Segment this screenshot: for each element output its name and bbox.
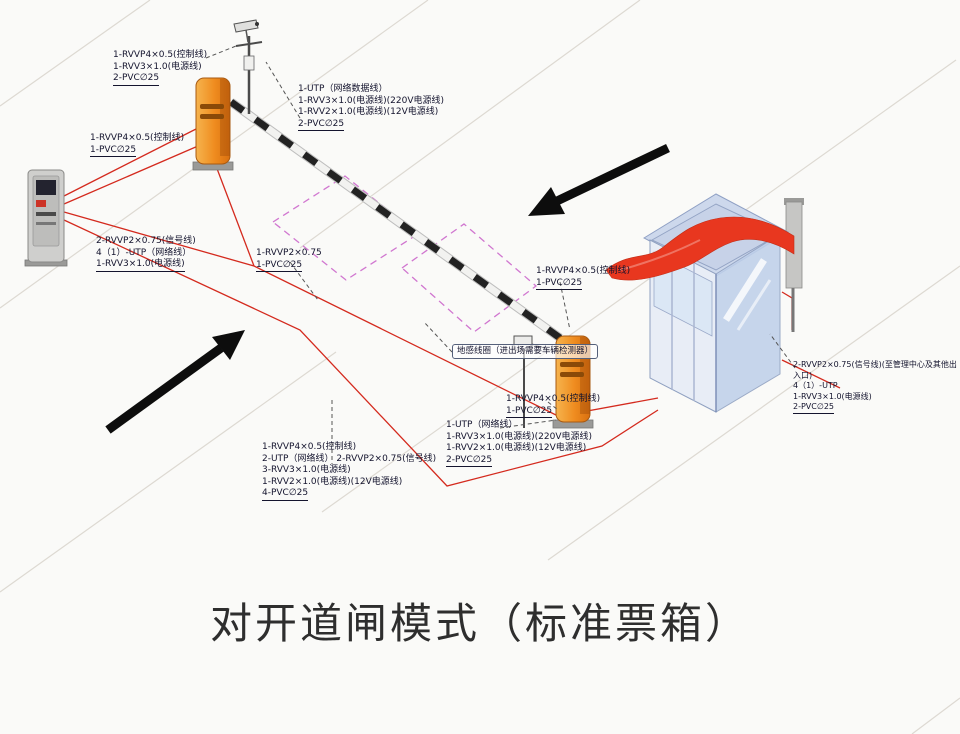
- camera-icon: [233, 19, 259, 43]
- cable-label: 2-PVC∅25: [113, 73, 160, 86]
- cable-label: 2-PVC∅25: [298, 119, 345, 131]
- cable-label: 1-RVV3×1.0(电源线): [113, 61, 202, 72]
- label-group-bottom-left: 1-RVVP4×0.5(控制线) 2-UTP（网络线） 2-RVVP2×0.75…: [262, 442, 436, 501]
- dispenser-button: [36, 200, 46, 207]
- cable-label: 1-UTP（网络数据线）: [298, 84, 388, 94]
- cable-label: 2-PVC∅25: [793, 402, 835, 414]
- label-group-lane-lower: 1-UTP（网络线） 1-RVV3×1.0(电源线)(220V电源线) 1-RV…: [446, 420, 592, 467]
- direction-arrow-outbound: [105, 330, 245, 434]
- barrier-gate-entry: [192, 77, 234, 171]
- cable-label: 1-RVVP4×0.5(控制线): [506, 394, 601, 404]
- label-group-barrier2-upper: 1-RVVP4×0.5(控制线) 1-PVC∅25: [536, 266, 630, 290]
- cable-label: 1-RVV3×1.0(电源线)(220V电源线): [446, 431, 593, 442]
- cable-label: 1-RVV3×1.0(电源线): [793, 391, 872, 401]
- cable-label: 1-PVC∅25: [506, 406, 553, 418]
- cable-label: 2-RVVP2×0.75(信号线): [96, 236, 196, 246]
- cable-label: 2-PVC∅25: [446, 455, 493, 467]
- label-group-ticket-left: 1-RVVP4×0.5(控制线) 1-PVC∅25: [90, 133, 184, 157]
- reader-box: [243, 55, 255, 71]
- direction-arrow-inbound: [528, 143, 670, 216]
- cable-label: 4（1）-UTP: [793, 381, 838, 390]
- cable-label: 4-PVC∅25: [262, 488, 309, 501]
- label-group-barrier2-lower: 1-RVVP4×0.5(控制线) 1-PVC∅25: [506, 394, 600, 418]
- cable-label: 1-RVV3×1.0(电源线): [96, 259, 185, 272]
- camera-pole: [233, 19, 263, 114]
- cable-label: 1-RVVP4×0.5(控制线): [90, 133, 185, 143]
- label-group-center: 1-RVVP2×0.75 1-PVC∅25: [256, 248, 322, 272]
- cable-label: 1-RVVP2×0.75: [256, 248, 322, 258]
- barrier-arm: [228, 98, 563, 342]
- cable-lines: [63, 127, 841, 487]
- cable-label: 4（1）-UTP（网络线）: [96, 247, 192, 258]
- cable-label: 1-PVC∅25: [536, 278, 583, 290]
- cable-label: 1-RVV2×1.0(电源线)(12V电源线): [262, 476, 403, 487]
- red-ribbon: [605, 216, 795, 281]
- dispenser-screen: [36, 180, 56, 195]
- diagram-title: 对开道闸模式（标准票箱）: [209, 599, 750, 648]
- cable-label: 1-PVC∅25: [256, 260, 303, 272]
- ticket-dispenser: [24, 169, 68, 267]
- label-group-booth-right: 2-RVVP2×0.75(信号线)(至管理中心及其他出入口) 4（1）-UTP …: [793, 360, 957, 414]
- cable-label: 1-RVVP4×0.5(控制线): [536, 266, 631, 276]
- cable-label: 2-UTP（网络线） 2-RVVP2×0.75(信号线): [262, 453, 437, 464]
- ground-loop-note: 地感线圈（进出场需要车辆检测器）: [452, 344, 599, 359]
- cable-label: 1-RVVP4×0.5(控制线): [262, 442, 357, 452]
- cable-label: 2-RVVP2×0.75(信号线)(至管理中心及其他出入口): [793, 360, 957, 380]
- cable-label: 1-RVV2×1.0(电源线)(12V电源线): [446, 443, 587, 453]
- cable-label: 1-RVV3×1.0(电源线)(220V电源线): [298, 95, 445, 106]
- label-group-arm-utp: 1-UTP（网络数据线） 1-RVV3×1.0(电源线)(220V电源线) 1-…: [298, 84, 444, 131]
- label-group-left-mid: 2-RVVP2×0.75(信号线) 4（1）-UTP（网络线） 1-RVV3×1…: [96, 236, 196, 272]
- side-panel: [784, 198, 804, 332]
- cable-label: 1-UTP（网络线）: [446, 420, 518, 430]
- label-group-camera: 1-RVVP4×0.5(控制线) 1-RVV3×1.0(电源线) 2-PVC∅2…: [113, 50, 207, 86]
- cable-label: 1-RVV2×1.0(电源线)(12V电源线): [298, 107, 439, 117]
- cable-label: 1-RVVP4×0.5(控制线): [113, 50, 208, 60]
- booth-window: [653, 251, 713, 337]
- cable-label: 1-PVC∅25: [90, 145, 137, 157]
- ticket-slot: [36, 212, 56, 216]
- cable-label: 3-RVV3×1.0(电源线): [262, 465, 351, 475]
- ground-loop-outlines: [271, 175, 538, 333]
